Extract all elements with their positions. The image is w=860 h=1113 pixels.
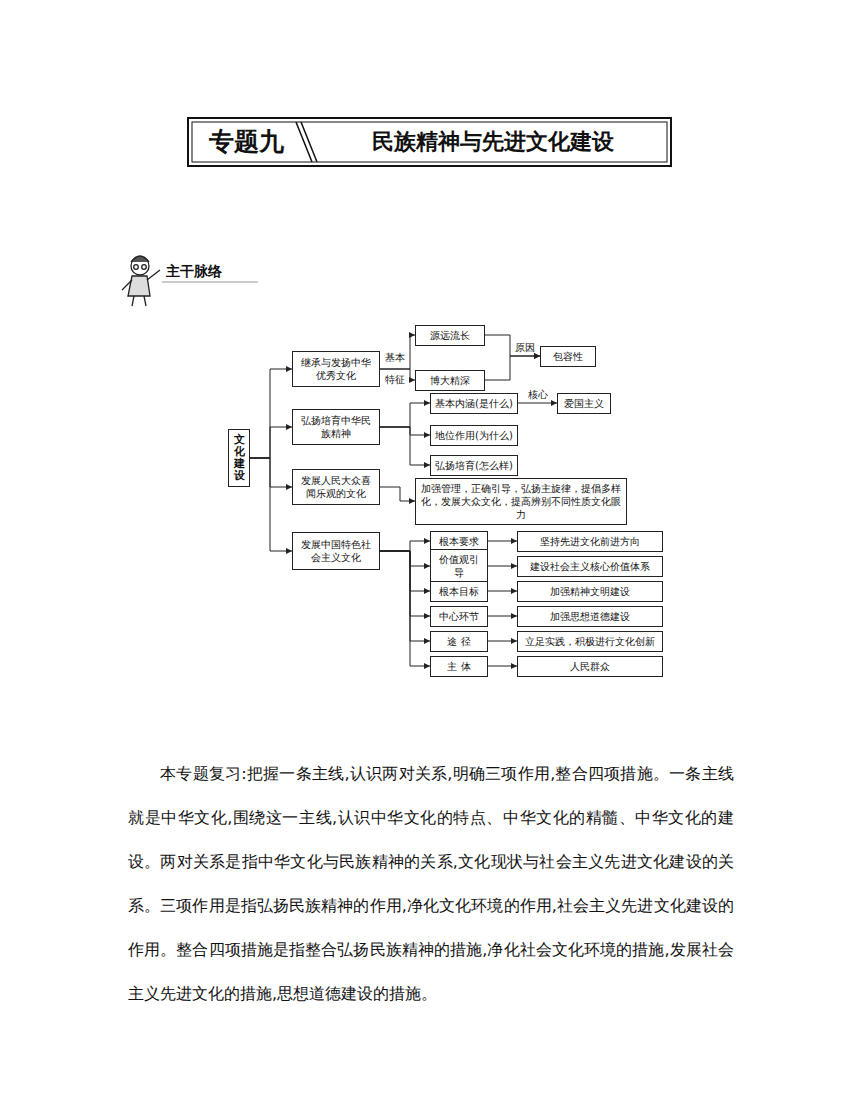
connector — [380, 427, 430, 435]
concept-box: 基本内涵(是什么) — [430, 393, 518, 414]
connector — [488, 541, 517, 542]
summary-paragraph: 本专题复习:把握一条主线,认识两对关系,明确三项作用,整合四项措施。一条主线就是… — [128, 752, 734, 1016]
box-text: 立足实践，积极进行文化创新 — [522, 635, 658, 648]
concept-box: 加强精神文明建设 — [517, 581, 663, 602]
title-banner — [188, 118, 671, 166]
connector — [380, 427, 430, 465]
connector — [380, 403, 430, 427]
box-text: 加强精神文明建设 — [522, 585, 658, 598]
icon-arm — [122, 280, 132, 290]
box-text: 源远流长 — [420, 329, 480, 342]
banner-frame — [188, 118, 671, 166]
connector — [250, 427, 292, 458]
box-text: 加强思想道德建设 — [522, 610, 658, 623]
connector — [518, 403, 557, 404]
concept-box: 根本目标 — [430, 581, 488, 602]
connector — [380, 551, 430, 641]
connector — [250, 458, 292, 487]
concept-box: 爱国主义 — [557, 393, 611, 414]
heading-rule — [162, 282, 258, 283]
box-text: 加强管理，正确引导，弘扬主旋律，提倡多样化，发展大众文化，提高辨别不同性质文化眼… — [420, 482, 622, 521]
box-text: 继承与发扬中华优秀文化 — [297, 356, 375, 382]
concept-box: 加强思想道德建设 — [517, 606, 663, 627]
box-text: 人民群众 — [522, 660, 658, 673]
connector — [488, 591, 517, 592]
connector — [488, 641, 517, 642]
concept-box: 发展人民大众喜闻乐观的文化 — [292, 469, 380, 505]
box-text: 中心环节 — [435, 610, 483, 623]
box-text: 主 体 — [435, 660, 483, 673]
box-text: 文化建设 — [234, 434, 245, 482]
concept-box: 中心环节 — [430, 606, 488, 627]
banner-inner-frame — [192, 122, 667, 162]
icon-legs — [132, 296, 146, 306]
concept-box: 主 体 — [430, 656, 488, 677]
concept-box: 坚持先进文化前进方向 — [517, 531, 663, 552]
connector — [380, 551, 430, 666]
icon-head — [131, 257, 149, 275]
connector — [485, 356, 540, 380]
box-text: 价值观引导 — [435, 553, 483, 579]
connector — [488, 616, 517, 617]
section-heading: 主干脉络 — [166, 262, 256, 280]
connector — [380, 551, 430, 591]
box-text: 弘扬培育(怎么样) — [435, 459, 513, 472]
banner-divider — [301, 122, 317, 162]
box-text: 爱国主义 — [562, 397, 606, 410]
connector — [380, 551, 430, 616]
banner-number: 专题九 — [196, 126, 296, 158]
teacher-icon — [122, 256, 258, 306]
icon-body — [128, 276, 150, 296]
box-text: 发展中国特色社会主义文化 — [297, 538, 375, 564]
concept-box: 弘扬培育中华民族精神 — [292, 409, 380, 445]
icon-arm — [147, 270, 160, 280]
edge-label: 基本特征 — [385, 347, 405, 391]
connector — [488, 666, 517, 667]
box-text: 弘扬培育中华民族精神 — [297, 414, 375, 440]
connector — [488, 566, 517, 567]
concept-box: 人民群众 — [517, 656, 663, 677]
connector — [250, 458, 292, 551]
concept-box: 包容性 — [540, 346, 596, 367]
icon-hair — [131, 256, 149, 262]
box-text: 建设社会主义核心价值体系 — [522, 560, 658, 573]
concept-box: 途 径 — [430, 631, 488, 652]
concept-box: 建设社会主义核心价值体系 — [517, 556, 663, 577]
concept-box: 发展中国特色社会主义文化 — [292, 532, 380, 570]
connector — [485, 335, 540, 356]
concept-box: 源远流长 — [415, 325, 485, 346]
box-text: 地位作用(为什么) — [435, 429, 513, 442]
concept-box: 博大精深 — [415, 370, 485, 391]
connector — [380, 487, 415, 501]
box-text: 途 径 — [435, 635, 483, 648]
concept-box: 弘扬培育(怎么样) — [430, 455, 518, 476]
icon-glasses — [134, 265, 139, 270]
banner-title: 民族精神与先进文化建设 — [320, 127, 665, 157]
icon-glasses — [142, 265, 147, 270]
concept-box: 地位作用(为什么) — [430, 425, 518, 446]
concept-box: 继承与发扬中华优秀文化 — [292, 351, 380, 387]
concept-box: 加强管理，正确引导，弘扬主旋律，提倡多样化，发展大众文化，提高辨别不同性质文化眼… — [415, 478, 627, 525]
box-text: 发展人民大众喜闻乐观的文化 — [297, 474, 375, 500]
concept-box: 价值观引导 — [430, 549, 488, 583]
connector — [250, 369, 292, 458]
connector — [380, 541, 430, 551]
box-text: 基本内涵(是什么) — [435, 397, 513, 410]
concept-box: 立足实践，积极进行文化创新 — [517, 631, 663, 652]
edge-label: 核心 — [528, 389, 548, 401]
box-text: 根本要求 — [435, 535, 483, 548]
box-text: 包容性 — [545, 350, 591, 363]
connector — [380, 551, 430, 566]
edge-label: 原因 — [515, 342, 535, 354]
root-box: 文化建设 — [228, 429, 250, 487]
box-text: 博大精深 — [420, 374, 480, 387]
box-text: 根本目标 — [435, 585, 483, 598]
box-text: 坚持先进文化前进方向 — [522, 535, 658, 548]
